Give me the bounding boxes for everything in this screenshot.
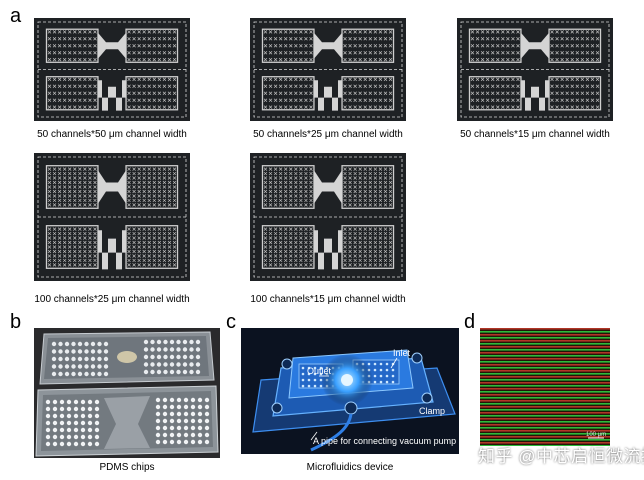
- chip-caption-3: 50 channels*15 μm channel width: [460, 129, 610, 140]
- chip-layout-2: [250, 18, 406, 121]
- watermark-text: 知乎 @中芯启恒微流控: [478, 447, 644, 466]
- pdms-chips-caption: PDMS chips: [99, 462, 155, 473]
- outlet-annotation: Outlet: [307, 366, 332, 376]
- chip-layout-4: [34, 153, 190, 281]
- chip-caption-1: 50 channels*50 μm channel width: [37, 129, 187, 140]
- chip-layout-1: [34, 18, 190, 121]
- panel-label-d: d: [464, 311, 476, 333]
- scale-bar-label: 100 μm: [586, 432, 607, 438]
- clamp-annotation: Clamp: [419, 406, 446, 416]
- pdms-chips-photo: [34, 328, 220, 458]
- panel-label-c: c: [226, 311, 236, 333]
- microfluidics-device-caption: Microfluidics device: [306, 462, 394, 473]
- microfluidics-device-photo: Outlet Inlet Clamp A pipe for connecting…: [241, 328, 459, 454]
- panel-label-a: a: [10, 5, 22, 27]
- chip-caption-4: 100 channels*25 μm channel width: [34, 294, 190, 305]
- chip-layout-3: [457, 18, 613, 121]
- pipe-annotation: A pipe for connecting vacuum pump: [313, 436, 457, 446]
- chip-caption-5: 100 channels*15 μm channel width: [250, 294, 406, 305]
- chip-layout-5: [250, 153, 406, 281]
- panel-label-b: b: [10, 311, 22, 333]
- chip-caption-2: 50 channels*25 μm channel width: [253, 129, 403, 140]
- inlet-annotation: Inlet: [393, 348, 411, 358]
- fluorescence-stripes-image: 100 μm: [480, 328, 610, 446]
